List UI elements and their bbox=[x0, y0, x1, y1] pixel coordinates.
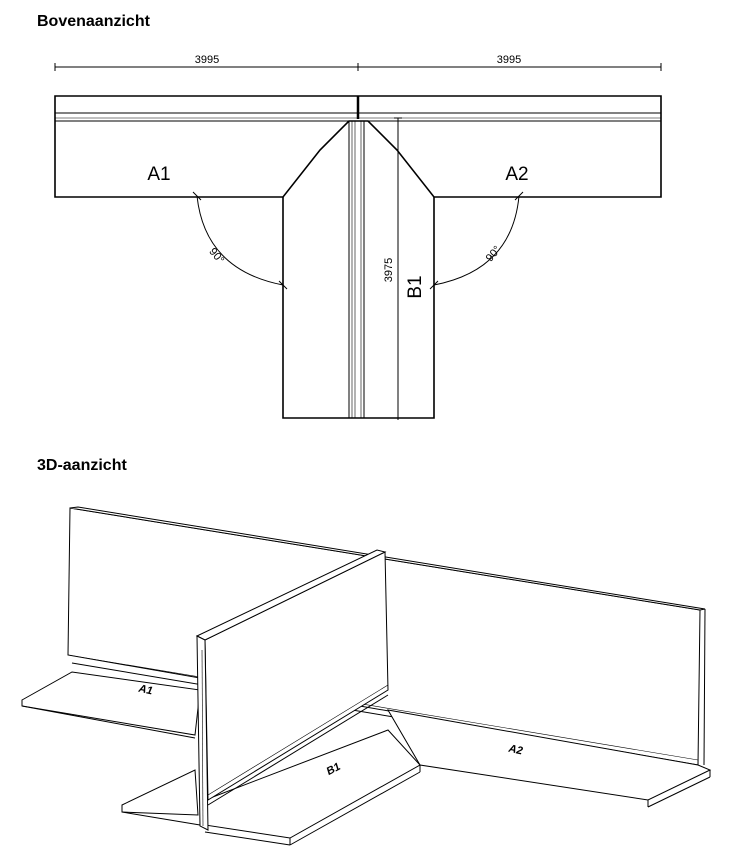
3d-view-drawing: A1 A2 B1 bbox=[21, 506, 712, 846]
label-b1: B1 bbox=[405, 275, 426, 298]
top-view-drawing: 3995 3995 3975 90° 90° A1 A2 B1 bbox=[54, 54, 662, 420]
label-a1-3d: A1 bbox=[137, 683, 154, 698]
label-a2-3d: A2 bbox=[507, 743, 524, 758]
label-a1: A1 bbox=[147, 164, 170, 185]
dim-vertical-label: 3975 bbox=[383, 258, 395, 282]
wall-b-3d bbox=[195, 549, 389, 831]
vertical-dimension: 3975 bbox=[383, 117, 402, 420]
label-b1-3d: B1 bbox=[325, 761, 343, 778]
label-a2: A2 bbox=[505, 164, 528, 185]
angle-right: 90° bbox=[429, 191, 524, 290]
angle-left-label: 90° bbox=[206, 246, 226, 266]
angle-left: 90° bbox=[192, 191, 288, 290]
dim-right-label: 3995 bbox=[497, 54, 521, 66]
top-view-title: Bovenaanzicht bbox=[37, 13, 150, 30]
dim-left-label: 3995 bbox=[195, 54, 219, 66]
wall-a-outline bbox=[54, 95, 662, 198]
base-a1-3d: A1 bbox=[21, 671, 201, 739]
wall-b-outline bbox=[282, 121, 435, 419]
base-a2-3d: A2 bbox=[387, 709, 712, 808]
base-b1-3d: B1 bbox=[121, 729, 421, 846]
3d-view-title: 3D-aanzicht bbox=[37, 457, 127, 474]
horizontal-dimension: 3995 3995 bbox=[54, 54, 662, 71]
